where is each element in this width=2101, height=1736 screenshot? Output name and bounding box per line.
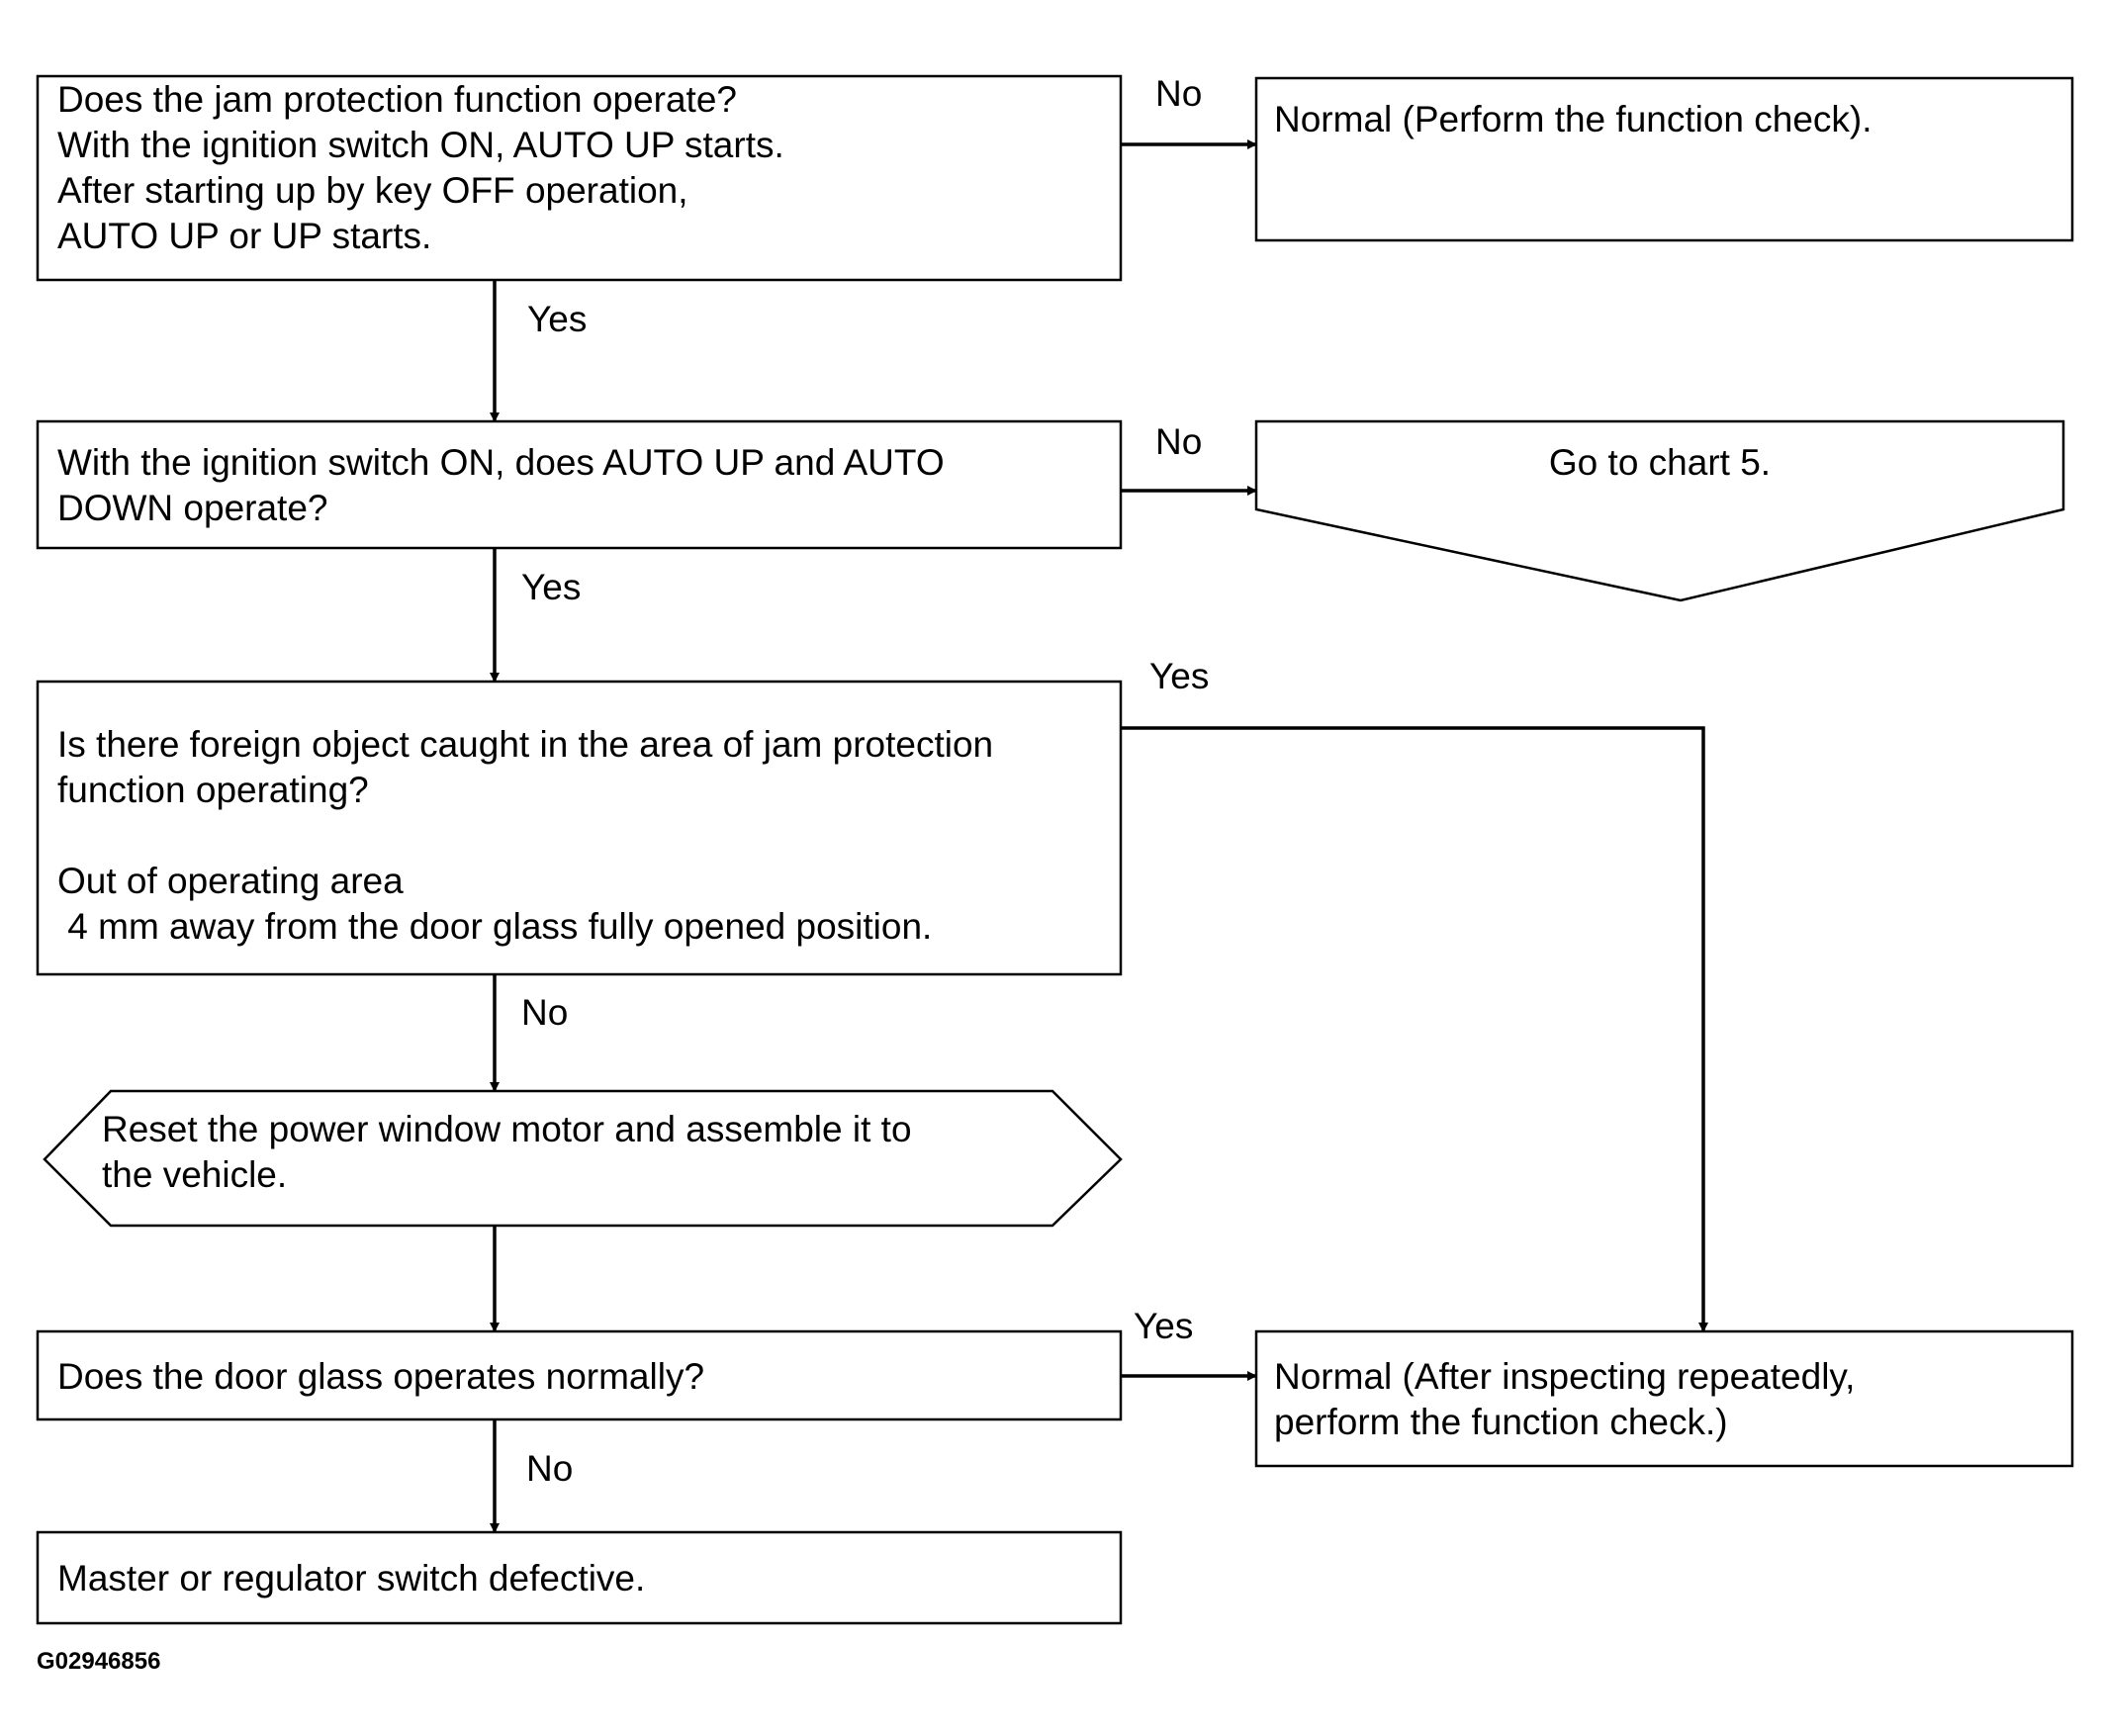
- reset-hexagon: [43, 1089, 1123, 1228]
- q3-text: Is there foreign object caught in the ar…: [57, 722, 993, 950]
- q1-line: With the ignition switch ON, AUTO UP sta…: [57, 125, 784, 165]
- edge-label-q2-no: No: [1155, 421, 1203, 462]
- edge-label-q3-yes: Yes: [1149, 656, 1210, 696]
- edge-label-q4-no: No: [526, 1448, 574, 1489]
- q4-text: Does the door glass operates normally?: [57, 1356, 705, 1397]
- reset-line: Reset the power window motor and assembl…: [102, 1109, 912, 1149]
- chart5-text: Go to chart 5.: [1548, 442, 1772, 483]
- q2-text: With the ignition switch ON, does AUTO U…: [57, 440, 945, 531]
- normal2-line: Normal (After inspecting repeatedly,: [1274, 1356, 1856, 1397]
- edge-label-q1-no: No: [1155, 73, 1203, 114]
- q2-line: With the ignition switch ON, does AUTO U…: [57, 442, 945, 483]
- normal2-text: Normal (After inspecting repeatedly, per…: [1274, 1354, 1855, 1445]
- q2-line: DOWN operate?: [57, 488, 328, 528]
- q2-box: [36, 419, 1123, 550]
- q3-line: 4 mm away from the door glass fully open…: [57, 906, 933, 947]
- q1-line: Does the jam protection function operate…: [57, 79, 737, 120]
- arrow-q3-yes: [1121, 726, 1708, 1332]
- defect-box: [36, 1530, 1123, 1625]
- q3-line: function operating?: [57, 770, 369, 810]
- normal1-text: Normal (Perform the function check).: [1274, 99, 1873, 139]
- edge-label-q1-yes: Yes: [527, 299, 588, 339]
- defect-text: Master or regulator switch defective.: [57, 1558, 646, 1599]
- q1-line: After starting up by key OFF operation,: [57, 170, 688, 211]
- q1-text: Does the jam protection function operate…: [57, 77, 784, 259]
- figure-code: G02946856: [37, 1648, 161, 1675]
- normal2-line: perform the function check.): [1274, 1402, 1728, 1442]
- q3-line: Out of operating area: [57, 861, 404, 901]
- q3-line: [57, 813, 993, 859]
- edge-label-q4-yes: Yes: [1134, 1306, 1194, 1346]
- reset-line: the vehicle.: [102, 1154, 288, 1195]
- q1-line: AUTO UP or UP starts.: [57, 216, 432, 256]
- reset-text: Reset the power window motor and assembl…: [102, 1107, 912, 1198]
- normal2-box: [1254, 1329, 2074, 1468]
- edge-label-q3-no: No: [521, 992, 569, 1033]
- normal1-box: [1254, 76, 2074, 242]
- q3-box: [36, 680, 1123, 976]
- q1-box: [36, 74, 1123, 282]
- edge-label-q2-yes: Yes: [521, 567, 582, 607]
- q3-line: Is there foreign object caught in the ar…: [57, 724, 994, 765]
